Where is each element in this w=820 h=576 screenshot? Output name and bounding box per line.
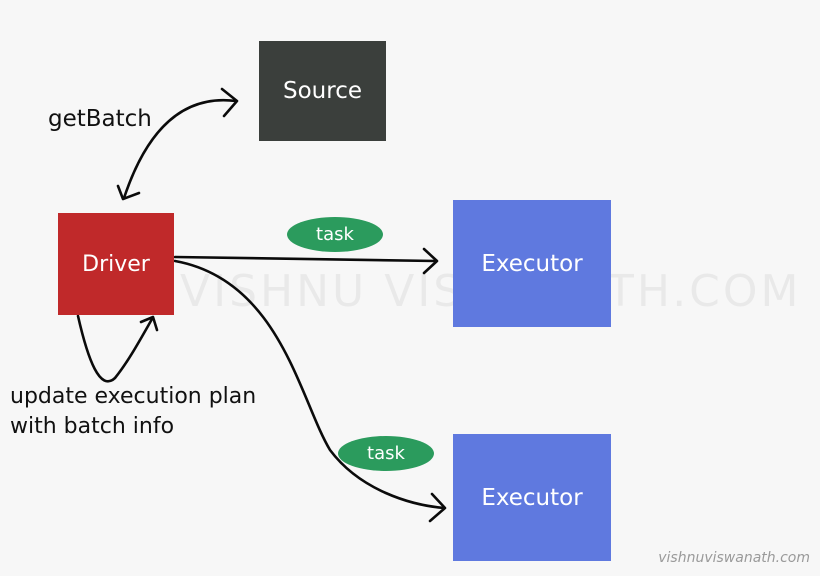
source-node: Source	[259, 41, 386, 141]
driver-node-label: Driver	[82, 251, 150, 277]
driver-to-executor-2-arrowhead	[428, 492, 447, 523]
credit-text: vishnuviswanath.com	[658, 550, 810, 566]
executor-node-1: Executor	[453, 200, 611, 327]
get-batch-arrowhead-bottom	[116, 184, 141, 201]
task-pill-1-label: task	[316, 224, 354, 245]
task-pill-2-label: task	[367, 443, 405, 464]
self-loop-label-line-2: with batch info	[10, 414, 175, 439]
get-batch-label: getBatch	[48, 106, 152, 132]
driver-to-executor-2-arrow	[173, 259, 446, 510]
driver-self-loop-arrow	[76, 314, 154, 383]
driver-to-executor-1-arrow	[173, 255, 438, 263]
executor-node-2-label: Executor	[481, 484, 583, 511]
get-batch-arrowhead-top	[220, 87, 239, 118]
self-loop-label-line-1: update execution plan	[10, 384, 257, 409]
driver-self-loop-arrowhead	[139, 315, 159, 332]
source-node-label: Source	[283, 78, 362, 104]
executor-node-2: Executor	[453, 434, 611, 561]
executor-node-1-label: Executor	[481, 250, 583, 277]
driver-node: Driver	[58, 213, 174, 315]
get-batch-arrow	[122, 98, 238, 200]
task-pill-1: task	[287, 217, 383, 252]
self-loop-label: update execution plan with batch info	[10, 382, 256, 442]
driver-to-executor-1-arrowhead	[422, 247, 439, 275]
task-pill-2: task	[338, 436, 434, 471]
